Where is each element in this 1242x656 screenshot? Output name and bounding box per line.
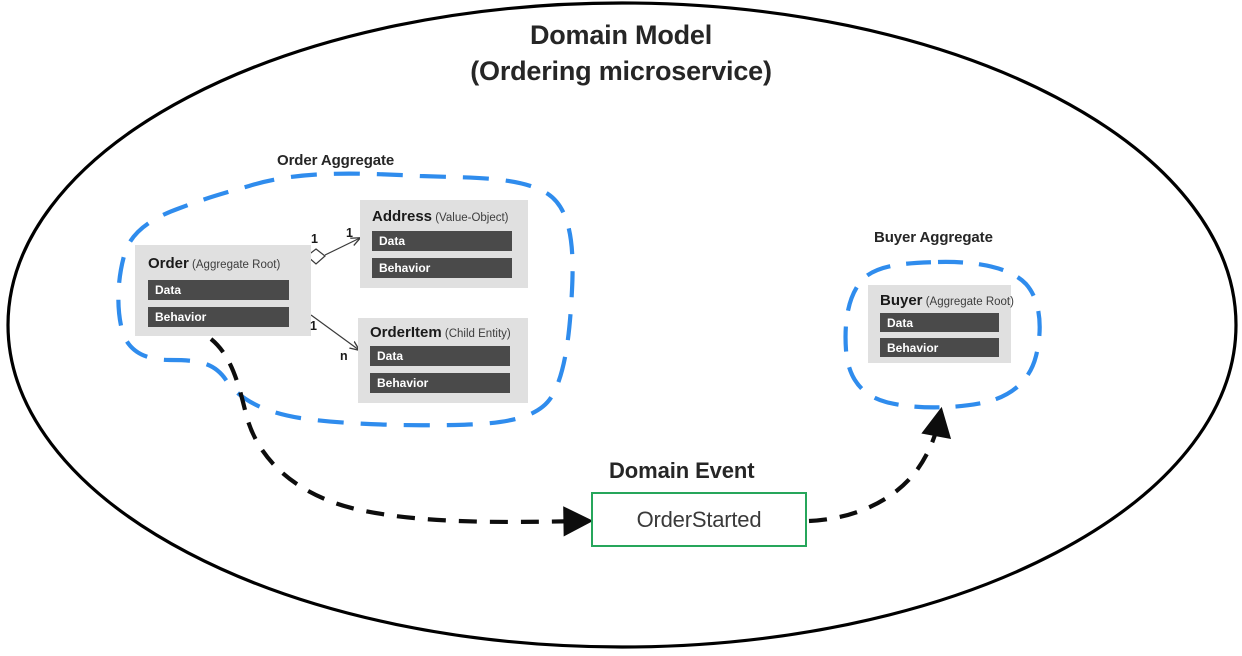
class-member-orderitem-data: Data (370, 346, 510, 366)
buyer-aggregate-label: Buyer Aggregate (874, 229, 993, 246)
class-stereotype-order: (Aggregate Root) (188, 259, 281, 271)
class-title-address: Address (Value-Object) (372, 209, 509, 225)
domain-event-label: Domain Event (609, 458, 755, 483)
multiplicity-order-orderitem-target: n (340, 349, 348, 363)
class-stereotype-buyer: (Aggregate Root) (922, 296, 1014, 308)
domain-event-name: OrderStarted (636, 506, 762, 532)
multiplicity-order-orderitem-source: 1 (310, 319, 317, 333)
class-stereotype-address: (Value-Object) (432, 212, 509, 224)
class-title-buyer: Buyer (Aggregate Root) (880, 293, 1014, 309)
class-box-orderitem[interactable]: OrderItem (Child Entity) Data Behavior (358, 318, 528, 403)
multiplicity-order-address-source: 1 (311, 232, 318, 246)
class-box-buyer[interactable]: Buyer (Aggregate Root) Data Behavior (868, 285, 1014, 363)
class-box-order[interactable]: Order (Aggregate Root) Data Behavior (135, 245, 311, 336)
class-stereotype-orderitem: (Child Entity) (441, 328, 511, 340)
class-member-buyer-data: Data (880, 313, 999, 332)
domain-event-box[interactable]: OrderStarted (591, 492, 807, 547)
flow-domain-event-to-buyer (808, 406, 952, 524)
class-title-orderitem: OrderItem (Child Entity) (370, 325, 511, 341)
relation-order-orderitem (310, 314, 359, 350)
order-aggregate-label: Order Aggregate (277, 152, 395, 169)
class-member-buyer-behavior: Behavior (880, 338, 999, 357)
diagram-title-line1: Domain Model (529, 20, 713, 50)
class-member-order-data: Data (148, 280, 289, 300)
class-box-address[interactable]: Address (Value-Object) Data Behavior (360, 200, 528, 288)
class-name-buyer: Buyer (880, 292, 923, 309)
multiplicity-order-address-target: 1 (346, 226, 353, 240)
class-name-orderitem: OrderItem (370, 324, 442, 341)
diagram-title-line2: (Ordering microservice) (470, 55, 772, 86)
class-title-order: Order (Aggregate Root) (148, 256, 280, 272)
class-member-address-data: Data (372, 231, 512, 251)
class-name-order: Order (148, 255, 189, 272)
class-member-orderitem-behavior: Behavior (370, 373, 510, 393)
diagram-title: Domain Model (Ordering microservice) (0, 18, 1242, 89)
class-member-order-behavior: Behavior (148, 307, 289, 327)
class-member-address-behavior: Behavior (372, 258, 512, 278)
class-name-address: Address (372, 208, 433, 225)
